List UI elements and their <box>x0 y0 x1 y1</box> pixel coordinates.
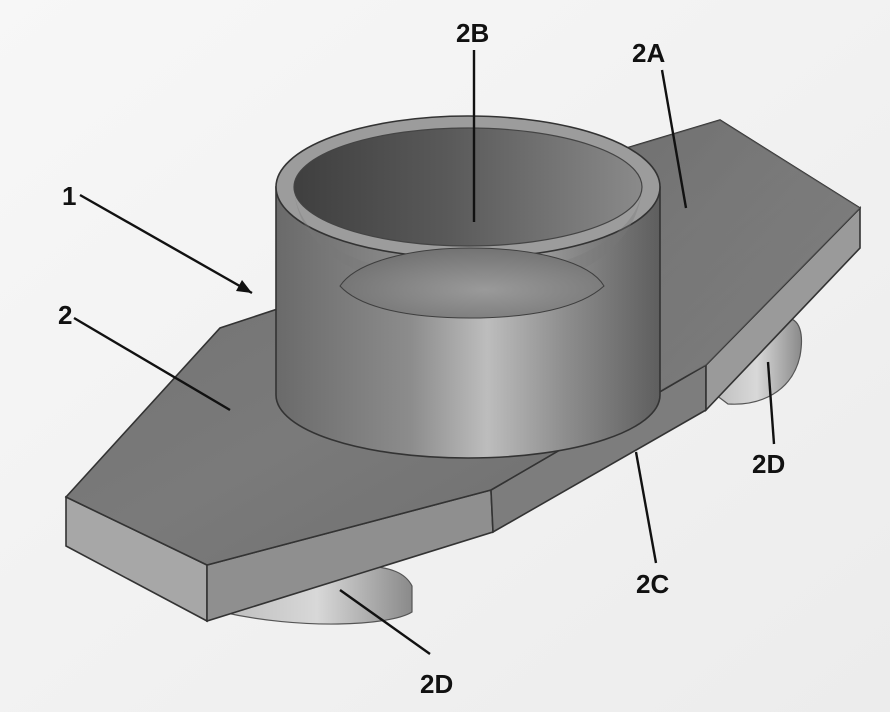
cylinder-bore <box>293 127 643 247</box>
callout-2A: 2A <box>632 38 665 68</box>
callout-2: 2 <box>58 300 72 330</box>
leader-2A <box>660 69 688 209</box>
callout-2B: 2B <box>456 18 489 48</box>
leader-2C <box>634 451 658 564</box>
leader-2D-right <box>766 361 776 445</box>
leader-2 <box>73 316 231 412</box>
callout-2D-bottom: 2D <box>420 669 453 699</box>
cylinder-outer-wall <box>275 186 661 459</box>
plate-top-highlight <box>620 120 860 400</box>
cylinder-floor-ellipse <box>339 247 605 319</box>
arrowhead-1 <box>236 280 252 293</box>
leader-2D-bottom <box>339 589 431 655</box>
callout-2D-right: 2D <box>752 449 785 479</box>
callout-1: 1 <box>62 181 76 211</box>
leader-1 <box>79 193 253 295</box>
callout-2C: 2C <box>636 569 669 599</box>
